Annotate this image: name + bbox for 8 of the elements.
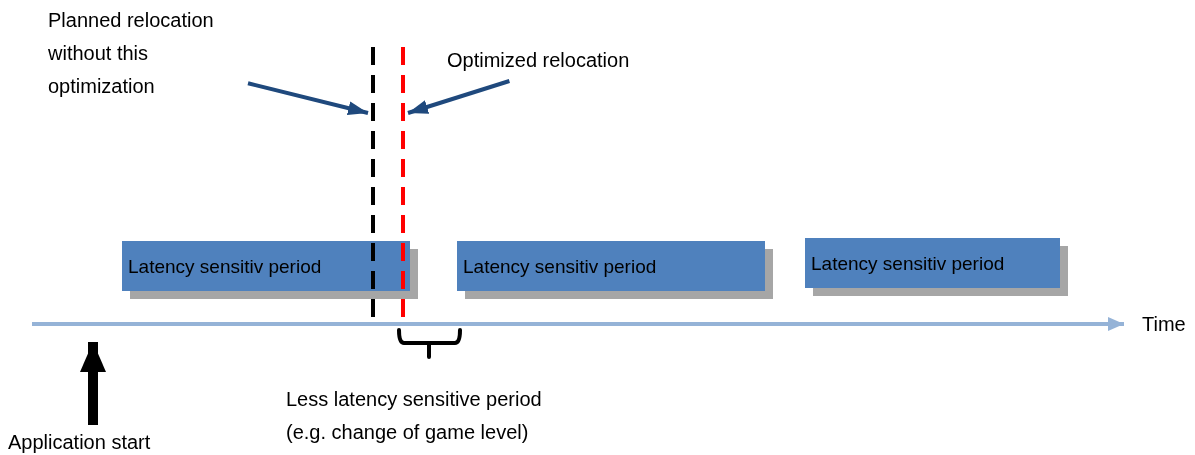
arrow (407, 79, 510, 115)
axis-label: Time (1142, 312, 1187, 337)
arrow (247, 81, 369, 115)
callout-text: Planned relocation without this optimization (48, 4, 248, 103)
arrow (80, 342, 106, 425)
annotation-text: Less latency sensitive period (e.g. change of game level) (286, 387, 543, 445)
axis-caption: Application start (8, 426, 208, 455)
callout-text: Optimized relocation (447, 44, 687, 77)
